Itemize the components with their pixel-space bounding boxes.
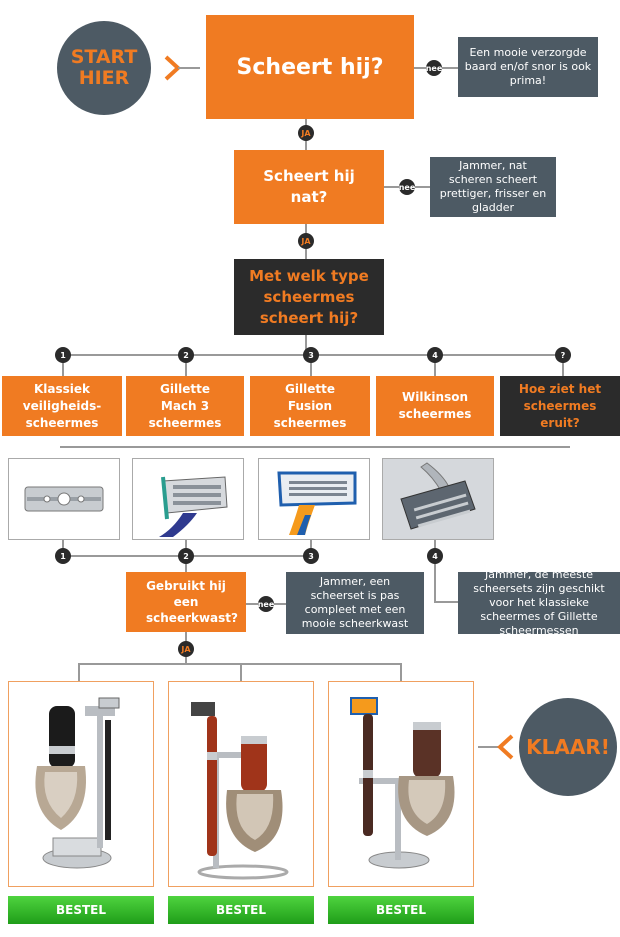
chevron-left-icon: [478, 732, 518, 766]
number-badge: 1: [55, 347, 71, 363]
no-badge: nee: [426, 60, 442, 76]
number-badge: 4: [427, 347, 443, 363]
bestel-button[interactable]: BESTEL: [8, 896, 154, 924]
note-baard: Een mooie verzorgde baard en/of snor is …: [458, 37, 598, 97]
connector: [60, 446, 570, 448]
type-fusion[interactable]: Gillette Fusion scheermes: [250, 376, 370, 436]
type-klassiek[interactable]: Klassiek veiligheids-scheermes: [2, 376, 122, 436]
type-mach3[interactable]: Gillette Mach 3 scheermes: [126, 376, 244, 436]
no-badge: nee: [258, 596, 274, 612]
number-badge: ?: [555, 347, 571, 363]
question-scheerkwast: Gebruikt hij een scheerkwast?: [126, 572, 246, 632]
connector: [562, 354, 564, 376]
connector: [310, 354, 312, 376]
number-badge: 2: [178, 548, 194, 564]
number-badge: 1: [55, 548, 71, 564]
no-badge: nee: [399, 179, 415, 195]
note-wilkinson: Jammer, de meeste scheersets zijn geschi…: [458, 568, 620, 637]
question-scheert-hij: Scheert hij?: [206, 15, 414, 119]
connector: [434, 540, 436, 602]
bestel-button[interactable]: BESTEL: [328, 896, 474, 924]
mach3-razor-image[interactable]: [132, 458, 244, 540]
yes-badge: JA: [298, 125, 314, 141]
connector: [240, 663, 242, 681]
number-badge: 3: [303, 347, 319, 363]
connector: [400, 663, 402, 681]
product-set-mach3[interactable]: [168, 681, 314, 887]
number-badge: 3: [303, 548, 319, 564]
connector: [185, 555, 187, 573]
klaar-label: KLAAR!: [526, 734, 610, 759]
safety-razor-blade-image[interactable]: [8, 458, 120, 540]
type-wilkinson[interactable]: Wilkinson scheermes: [376, 376, 494, 436]
product-set-fusion[interactable]: [328, 681, 474, 887]
connector: [434, 354, 436, 376]
start-circle: START HIER: [57, 21, 151, 115]
wilkinson-razor-image[interactable]: [382, 458, 494, 540]
connector: [185, 354, 187, 376]
start-label: START HIER: [70, 46, 138, 89]
yes-badge: JA: [298, 233, 314, 249]
note-nat-scheren: Jammer, nat scheren scheert prettiger, f…: [430, 157, 556, 217]
connector: [434, 601, 458, 603]
number-badge: 4: [427, 548, 443, 564]
number-badge: 2: [178, 347, 194, 363]
chevron-right-icon: [160, 53, 200, 87]
bestel-button[interactable]: BESTEL: [168, 896, 314, 924]
question-scheert-nat: Scheert hij nat?: [234, 150, 384, 224]
yes-badge: JA: [178, 641, 194, 657]
fusion-razor-image[interactable]: [258, 458, 370, 540]
question-type-scheermes: Met welk type scheermes scheert hij?: [234, 259, 384, 335]
note-scheerset: Jammer, een scheerset is pas compleet me…: [286, 572, 424, 634]
connector: [78, 663, 80, 681]
product-set-safety-razor[interactable]: [8, 681, 154, 887]
connector: [305, 335, 307, 355]
klaar-circle: KLAAR!: [519, 698, 617, 796]
connector: [62, 354, 64, 376]
type-unknown[interactable]: Hoe ziet het scheermes eruit?: [500, 376, 620, 436]
